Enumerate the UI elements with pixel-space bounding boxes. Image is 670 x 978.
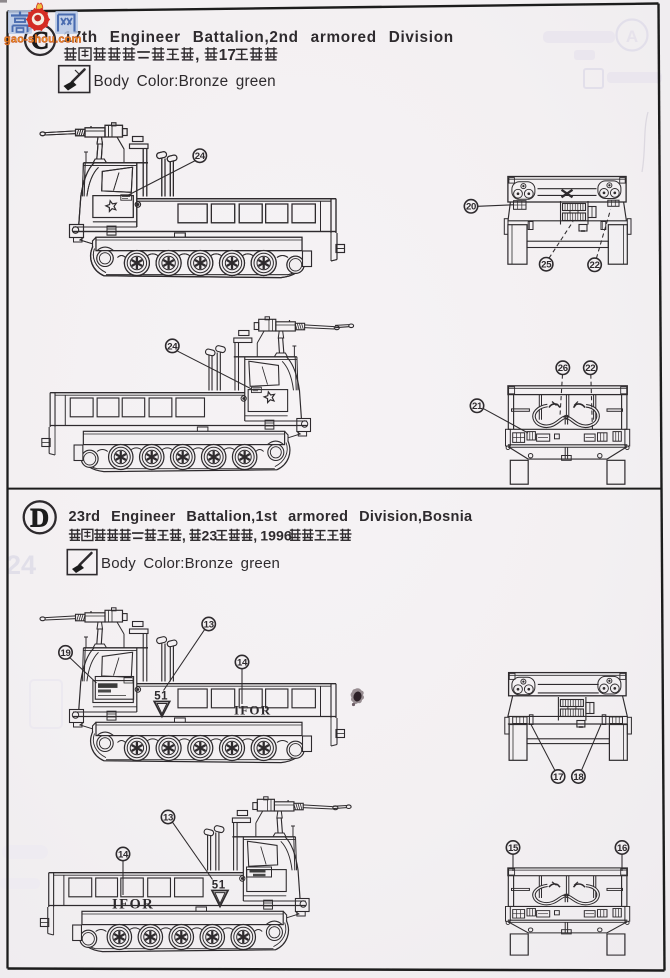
svg-text:21: 21	[472, 401, 483, 412]
svg-text:Body Color:Bronze green: Body Color:Bronze green	[94, 73, 276, 90]
svg-text:51: 51	[212, 880, 226, 892]
svg-text:gao-shou.com: gao-shou.com	[4, 34, 82, 46]
svg-text:14: 14	[237, 657, 248, 668]
svg-text:C: C	[31, 28, 49, 55]
svg-text:24: 24	[195, 151, 206, 162]
svg-text:,: ,	[253, 527, 261, 543]
svg-text:51: 51	[154, 691, 168, 703]
svg-text:1996: 1996	[260, 527, 292, 543]
svg-text:22: 22	[590, 260, 600, 271]
svg-text:D: D	[30, 504, 49, 533]
svg-text:13: 13	[163, 812, 173, 823]
svg-text:22: 22	[585, 363, 595, 374]
svg-text:Body Color:Bronze green: Body Color:Bronze green	[101, 555, 280, 572]
svg-text:18: 18	[573, 772, 584, 783]
svg-text:,: ,	[195, 47, 204, 64]
svg-text:17: 17	[553, 772, 563, 783]
svg-text:19: 19	[60, 648, 70, 659]
svg-text:24: 24	[167, 341, 178, 352]
svg-text:IFOR: IFOR	[112, 897, 154, 913]
svg-text:17: 17	[219, 47, 236, 64]
svg-text:14: 14	[118, 849, 129, 860]
svg-text:25: 25	[541, 260, 552, 271]
svg-text:IFOR: IFOR	[234, 703, 271, 718]
svg-text:24: 24	[6, 550, 36, 580]
svg-text:20: 20	[466, 202, 476, 213]
svg-text:A: A	[626, 27, 638, 46]
svg-text:26: 26	[558, 363, 568, 374]
svg-text:23: 23	[202, 527, 218, 543]
svg-text:16: 16	[617, 843, 627, 854]
svg-text:15: 15	[508, 843, 519, 854]
svg-text:17th Engineer Battalion,2nd ar: 17th Engineer Battalion,2nd armored Divi…	[64, 29, 454, 46]
svg-text:13: 13	[204, 619, 214, 630]
svg-text:23rd Engineer Battalion,1st ar: 23rd Engineer Battalion,1st armored Divi…	[69, 509, 474, 525]
svg-text:,: ,	[182, 527, 190, 543]
